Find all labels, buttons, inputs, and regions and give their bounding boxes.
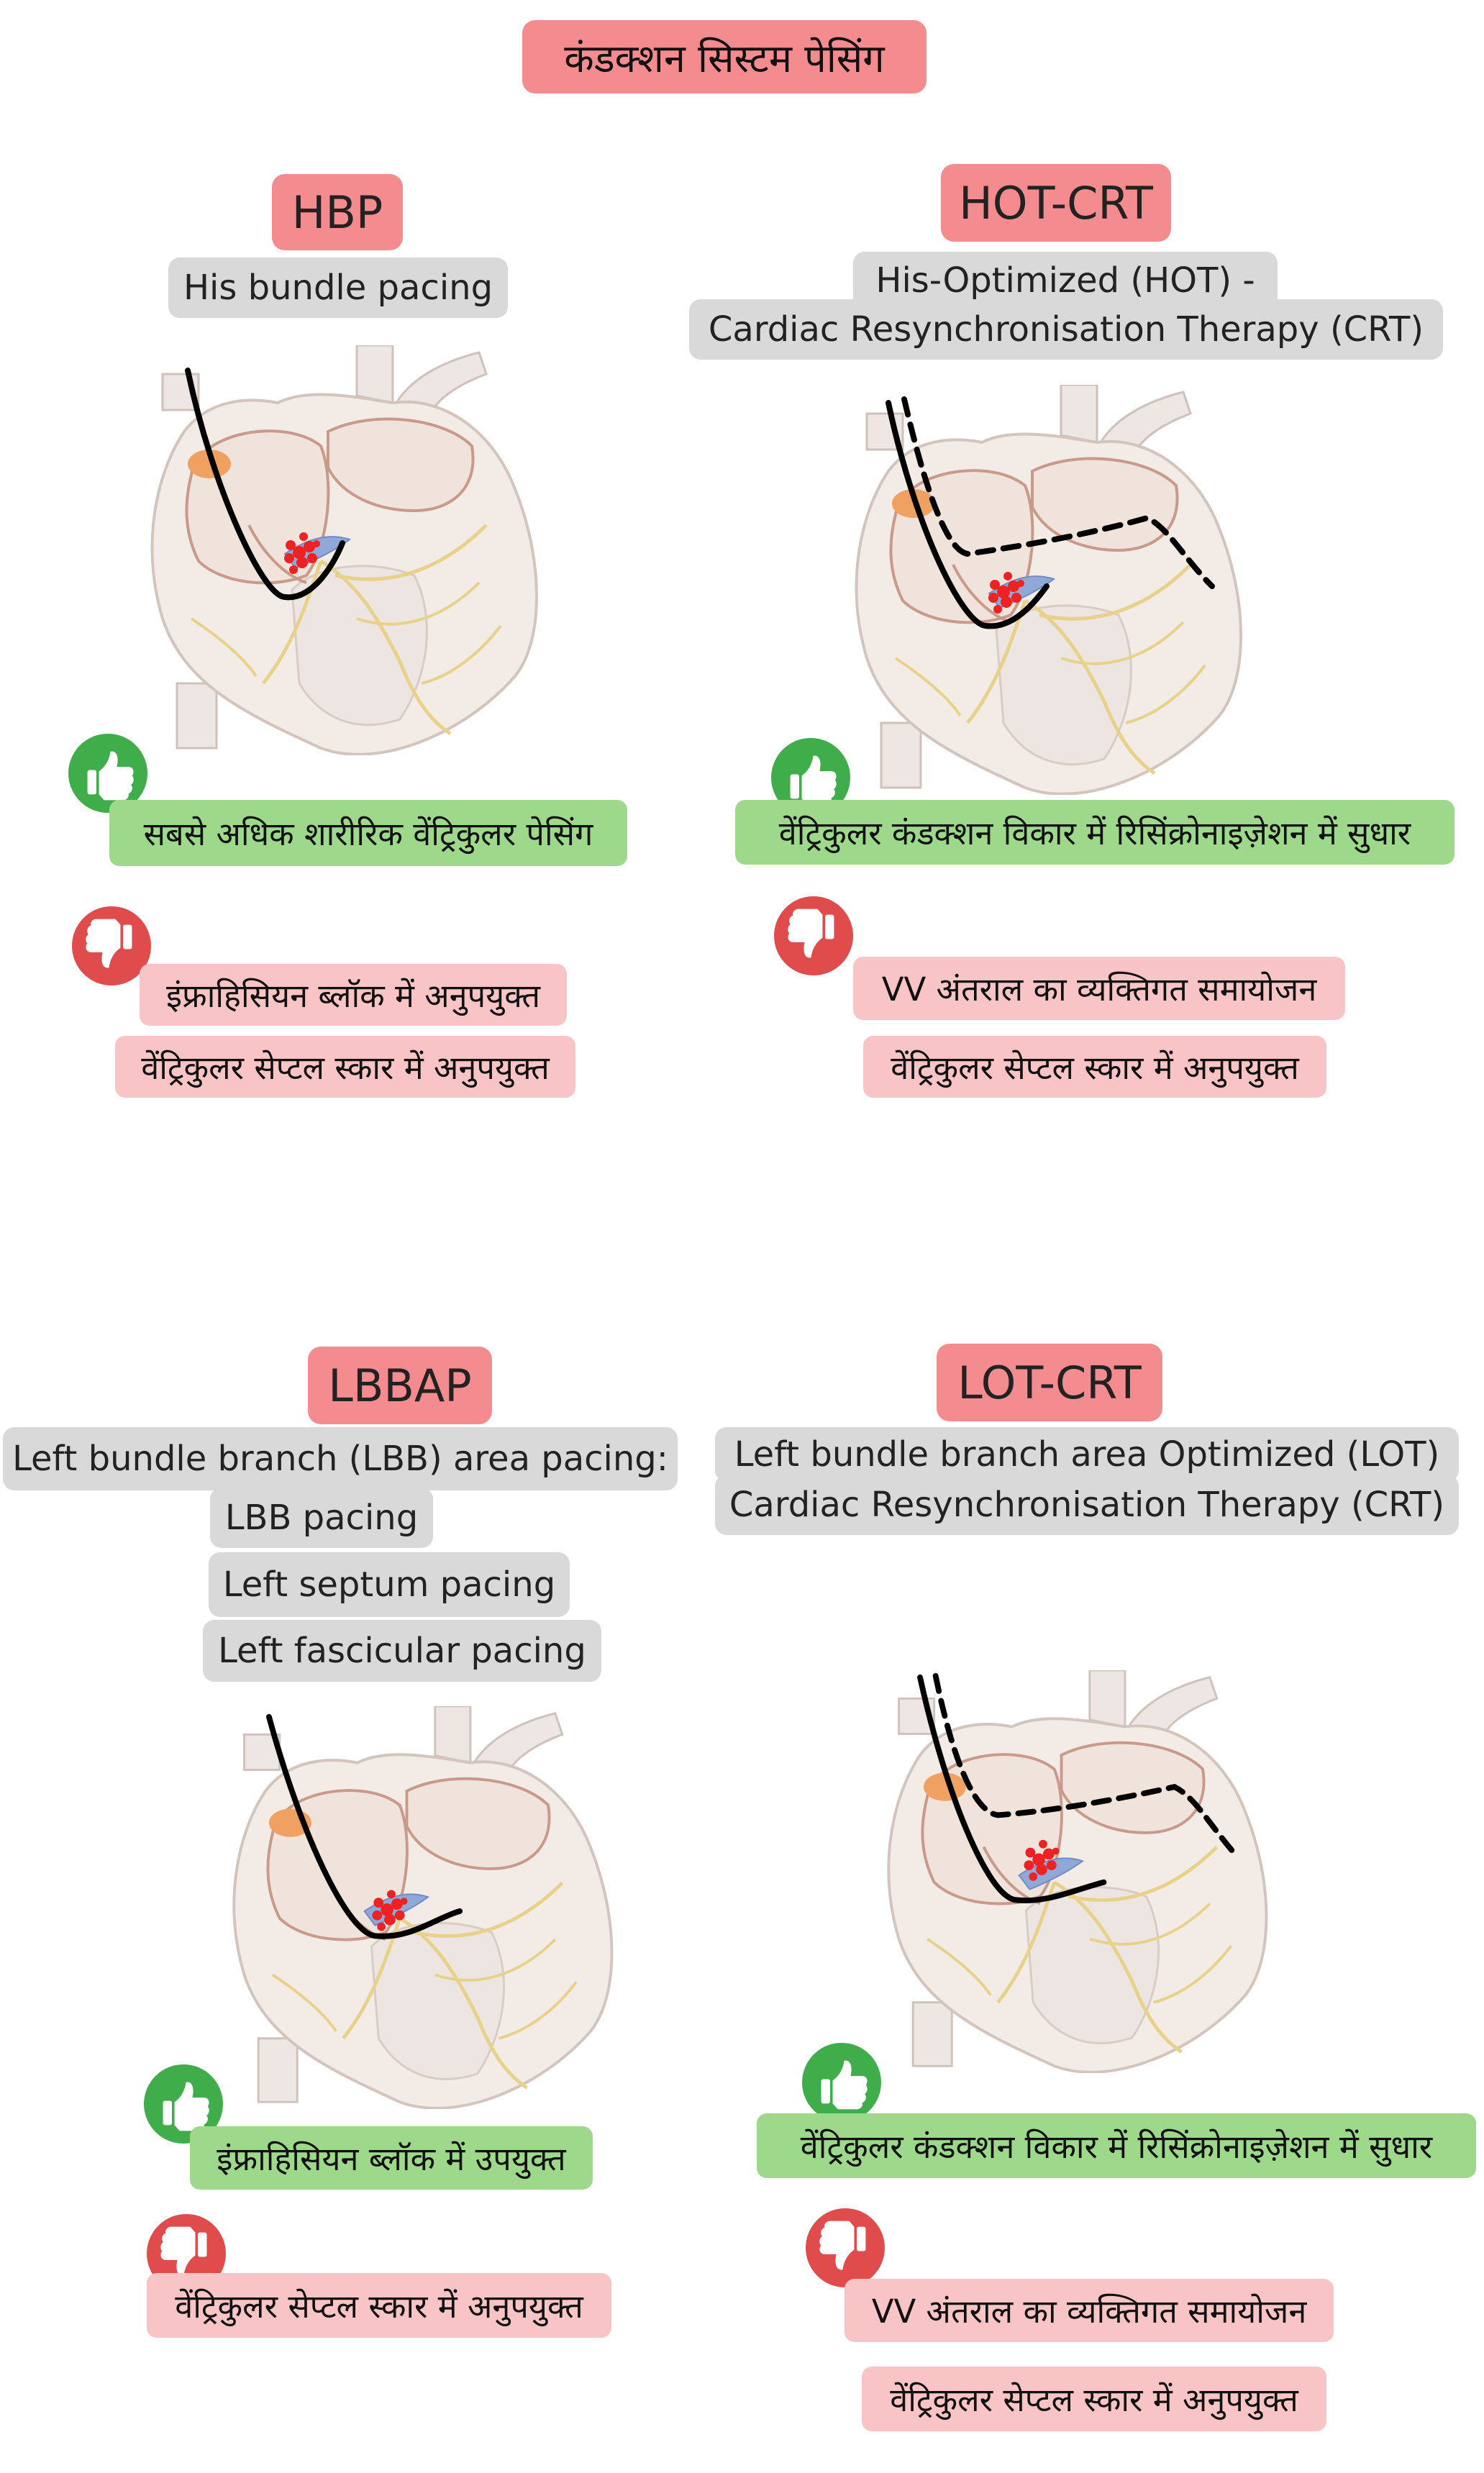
lbbap-con-1: वेंट्रिकुलर सेप्टल स्कार में अनुपयुक्त xyxy=(147,2273,611,2338)
lot-crt-subtitle-line1: Left bundle branch area Optimized (LOT) xyxy=(715,1427,1459,1482)
hbp-subtitle: His bundle pacing xyxy=(168,258,508,318)
hbp-thumbs-down-icon xyxy=(72,906,151,985)
lbbap-pacing-lead xyxy=(266,1713,463,1939)
lot-crt-con-2: वेंट्रिकुलर सेप्टल स्कार में अनुपयुक्त xyxy=(862,2367,1326,2431)
lbbap-subtitle: Left bundle branch (LBB) area pacing: xyxy=(3,1427,678,1490)
lot-crt-lv-lead xyxy=(932,1672,1242,1861)
hot-crt-his-lead xyxy=(886,400,1050,629)
lot-crt-heart-illustration xyxy=(874,1670,1291,2073)
hot-crt-con-1: VV अंतराल का व्यक्तिगत समायोजन xyxy=(853,957,1345,1020)
hot-crt-pro: वेंट्रिकुलर कंडक्शन विकार में रिसिंक्रोन… xyxy=(735,800,1455,865)
hbp-thumbs-up-icon xyxy=(68,734,147,813)
lot-crt-lbb-lead xyxy=(917,1674,1107,1903)
hbp-con-2: वेंट्रिकुलर सेप्टल स्कार में अनुपयुक्त xyxy=(115,1036,575,1098)
hot-crt-heading: HOT-CRT xyxy=(941,164,1171,242)
lbbap-heading: LBBAP xyxy=(308,1347,492,1424)
hbp-heading: HBP xyxy=(272,174,403,250)
lot-crt-thumbs-down-icon xyxy=(806,2208,885,2287)
hbp-pacing-lead xyxy=(185,368,345,601)
lot-crt-pro: वेंट्रिकुलर कंडक्शन विकार में रिसिंक्रोन… xyxy=(757,2113,1476,2178)
lot-crt-con-1: VV अंतराल का व्यक्तिगत समायोजन xyxy=(845,2279,1334,2342)
lot-crt-subtitle-line2: Cardiac Resynchronisation Therapy (CRT) xyxy=(715,1475,1459,1535)
lbbap-heart-illustration xyxy=(219,1706,637,2109)
lbbap-pro: इंफ्राहिसियन ब्लॉक में उपयुक्त xyxy=(190,2126,593,2190)
lot-crt-heading: LOT-CRT xyxy=(937,1344,1162,1421)
lot-crt-thumbs-up-icon xyxy=(802,2043,881,2122)
lbbap-sub-item-lbb-pacing: LBB pacing xyxy=(210,1488,433,1548)
page-title: कंडक्शन सिस्टम पेसिंग xyxy=(522,20,927,94)
lbbap-sub-item-left-fascicular-pacing: Left fascicular pacing xyxy=(203,1620,601,1682)
hbp-con-1: इंफ्राहिसियन ब्लॉक में अनुपयुक्त xyxy=(140,964,567,1026)
hot-crt-heart-illustration xyxy=(845,385,1262,795)
hbp-pro: सबसे अधिक शारीरिक वेंट्रिकुलर पेसिंग xyxy=(109,800,627,866)
hot-crt-subtitle-line2: Cardiac Resynchronisation Therapy (CRT) xyxy=(689,299,1443,360)
hbp-heart-illustration xyxy=(141,345,558,755)
hot-crt-thumbs-down-icon xyxy=(774,896,853,975)
lbbap-sub-item-left-septum-pacing: Left septum pacing xyxy=(209,1552,570,1617)
hot-crt-con-2: वेंट्रिकुलर सेप्टल स्कार में अनुपयुक्त xyxy=(863,1036,1326,1098)
hot-crt-lv-lead xyxy=(901,396,1215,589)
